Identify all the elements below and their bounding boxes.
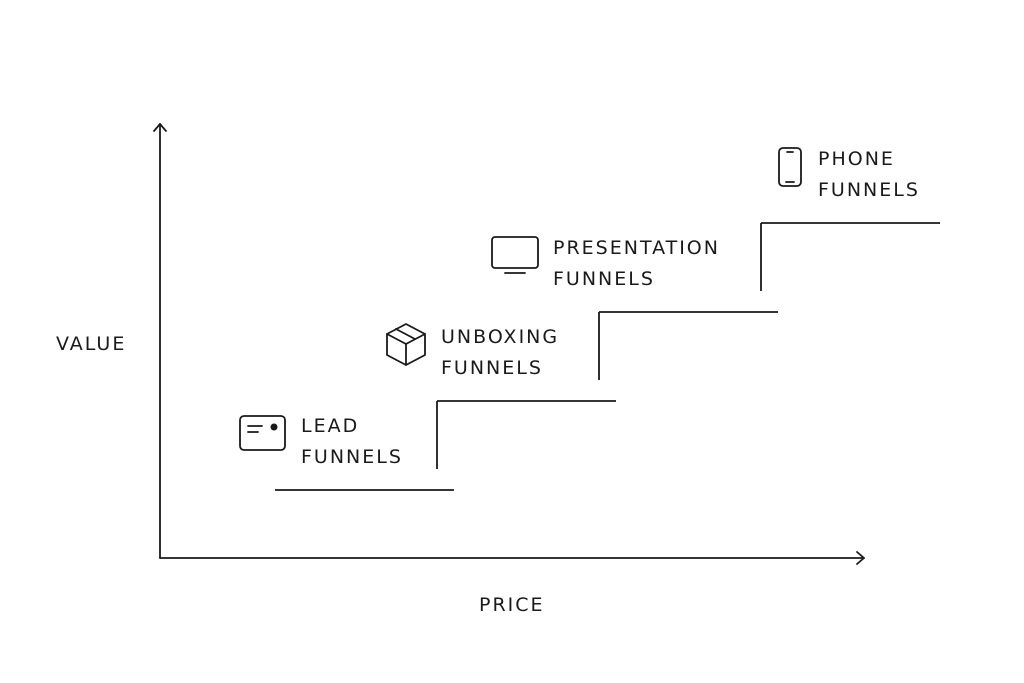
phone-funnels-label: PHONE FUNNELS: [818, 144, 920, 206]
phone-funnels-line1: PHONE: [818, 148, 895, 170]
presentation-funnels-line2: FUNNELS: [553, 268, 655, 290]
lead-card-icon: [239, 415, 286, 451]
lead-funnels-label: LEAD FUNNELS: [301, 411, 403, 473]
phone-icon: [778, 147, 802, 187]
y-axis-arrowhead: [153, 123, 167, 132]
lead-funnels-line2: FUNNELS: [301, 446, 403, 468]
monitor-icon: [491, 236, 539, 274]
unboxing-funnels-line1: UNBOXING: [441, 326, 560, 348]
unboxing-funnels-line2: FUNNELS: [441, 357, 543, 379]
presentation-funnels-line1: PRESENTATION: [553, 237, 720, 259]
phone-funnels-line2: FUNNELS: [818, 179, 920, 201]
unboxing-funnels-label: UNBOXING FUNNELS: [441, 322, 559, 384]
box-icon: [386, 323, 426, 366]
presentation-funnels-label: PRESENTATION FUNNELS: [553, 233, 720, 295]
staircase: [275, 222, 940, 491]
axes: [153, 123, 865, 565]
lead-funnels-line1: LEAD: [301, 415, 360, 437]
x-axis-arrowhead: [856, 551, 865, 565]
x-axis-label: PRICE: [479, 594, 545, 616]
y-axis-label: VALUE: [56, 333, 127, 355]
